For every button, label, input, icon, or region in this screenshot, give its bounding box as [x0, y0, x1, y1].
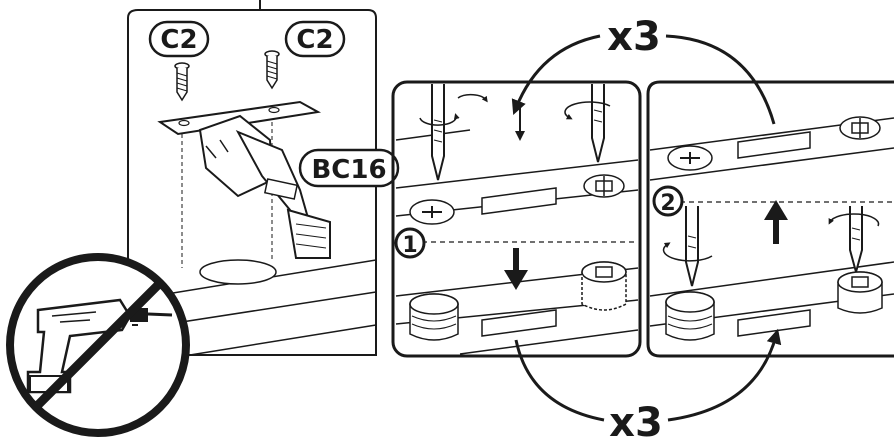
cam-lock-icon	[582, 262, 626, 310]
step-1-panel: 1	[393, 82, 640, 356]
screwdriver-icon	[458, 84, 610, 162]
repeat-arc-top: x3	[516, 14, 774, 124]
screw-icon	[265, 51, 279, 88]
repeat-count-bottom: x3	[609, 400, 663, 445]
cam-lock-icon	[666, 292, 714, 340]
cam-lock-icon	[838, 272, 882, 313]
repeat-count-top: x3	[607, 14, 661, 60]
no-power-drill-icon	[10, 257, 186, 433]
cam-lock-icon	[410, 200, 454, 224]
step-1-marker-text: 1	[402, 233, 417, 258]
step-2-panel: 2	[648, 82, 894, 356]
screwdriver-icon	[830, 206, 878, 272]
cam-lock-icon	[410, 294, 458, 340]
screwdriver-icon	[664, 206, 712, 286]
part-label-c2-right-text: C2	[296, 25, 333, 55]
cam-lock-icon	[668, 146, 712, 170]
cam-lock-icon	[840, 117, 880, 139]
screw-icon	[175, 63, 189, 100]
part-label-bc16-text: BC16	[311, 155, 386, 185]
part-label-c2-left-text: C2	[160, 25, 197, 55]
step-2-marker-text: 2	[660, 191, 675, 216]
cam-lock-icon	[584, 175, 624, 197]
repeat-arc-bottom: x3	[516, 336, 776, 445]
